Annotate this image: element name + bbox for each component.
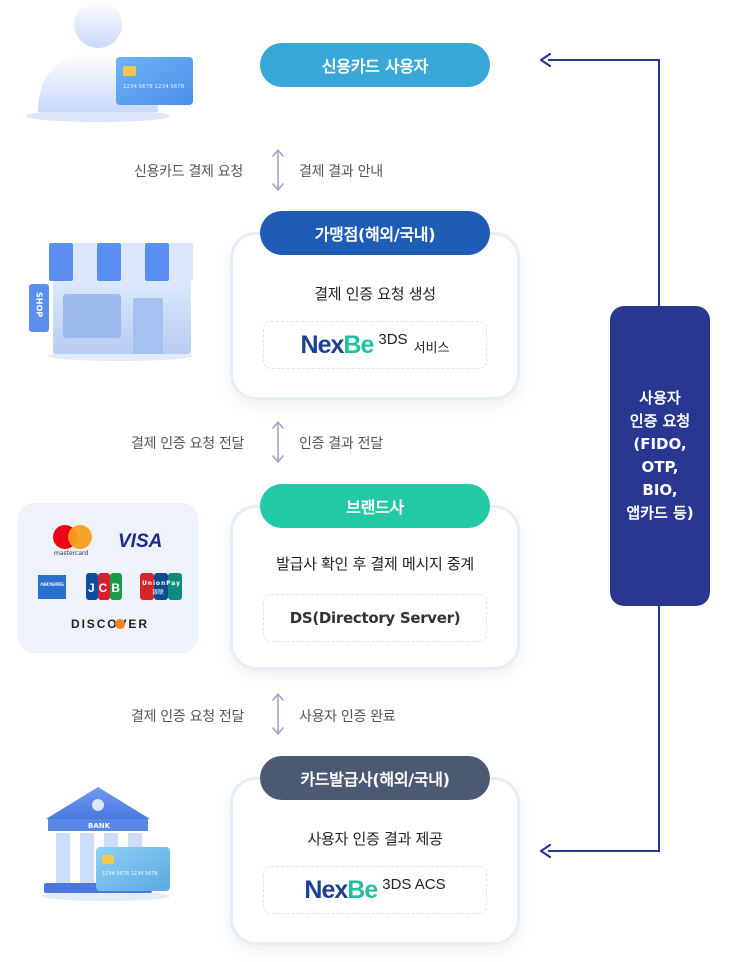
nexbe-logo-be: Be xyxy=(343,330,374,359)
side-line-bottom-vertical xyxy=(658,605,660,852)
amex-icon: AMERICAN EXPRESS xyxy=(38,575,66,599)
issuer-node-label: 카드발급사(해외/국내) xyxy=(300,770,450,789)
auth-panel-line-4: OTP, xyxy=(641,458,679,476)
visa-icon: VISA xyxy=(118,531,162,552)
user-node: 신용카드 사용자 xyxy=(260,43,490,87)
brand-node-label: 브랜드사 xyxy=(346,498,404,517)
merchant-description: 결제 인증 요청 생성 xyxy=(314,285,436,303)
nexbe-logo-service: 서비스 xyxy=(413,340,450,356)
directory-server-label: DS(Directory Server) xyxy=(289,609,461,627)
user-head-icon xyxy=(74,0,122,48)
nexbe-acs-logo-3ds-acs: 3DS ACS xyxy=(382,875,446,893)
shop-sign-icon xyxy=(29,284,49,332)
shop-illustration: SHOP xyxy=(29,243,193,361)
user-illustration: 1234 5678 1234 5678 xyxy=(26,0,193,122)
flow-1-double-arrow-icon xyxy=(272,149,284,191)
unionpay-icon: UnionPay 银联 xyxy=(140,573,182,600)
shop-awning-icon xyxy=(49,243,193,281)
discover-icon: DISCOVER xyxy=(71,617,147,631)
arrow-to-user-icon xyxy=(539,53,552,67)
bank-sign-text: BANK xyxy=(88,822,111,830)
auth-panel-line-2: 인증 요청 xyxy=(629,412,691,430)
svg-text:mastercard: mastercard xyxy=(54,550,88,557)
issuer-node: 카드발급사(해외/국내) xyxy=(260,756,490,800)
credit-card-icon xyxy=(116,57,193,105)
flow-1-left-label: 신용카드 결제 요청 xyxy=(134,164,243,180)
nexbe-acs-logo-be: Be xyxy=(347,875,378,904)
shop-door-icon xyxy=(133,298,163,354)
side-line-bottom-horizontal xyxy=(548,850,660,852)
user-node-label: 신용카드 사용자 xyxy=(321,57,429,76)
flow-2-double-arrow-icon xyxy=(272,421,284,463)
flow-3-right-label: 사용자 인증 완료 xyxy=(299,709,396,725)
nexbe-logo-3ds: 3DS xyxy=(378,330,408,348)
svg-text:银联: 银联 xyxy=(152,588,164,596)
bank-shadow xyxy=(42,891,170,901)
brand-logos-card: mastercard VISA AMERICAN EXPRESS JCB Uni… xyxy=(18,503,198,653)
flow-3-double-arrow-icon xyxy=(272,693,284,735)
flow-2-left-label: 결제 인증 요청 전달 xyxy=(131,436,245,452)
svg-text:JCB: JCB xyxy=(88,581,120,595)
shop-sign-text: SHOP xyxy=(35,292,44,317)
flow-1-right-label: 결제 결과 안내 xyxy=(299,164,383,180)
brand-card: 발급사 확인 후 결제 메시지 중계 DS(Directory Server) xyxy=(230,505,520,670)
user-card-number: 1234 5678 1234 5678 xyxy=(123,84,185,90)
auth-panel-line-3: (FIDO, xyxy=(633,435,687,453)
jcb-icon: JCB xyxy=(86,573,122,600)
arrow-to-issuer-icon xyxy=(539,844,552,858)
flow-3-left-label: 결제 인증 요청 전달 xyxy=(131,709,245,725)
auth-panel-line-5: BIO, xyxy=(642,481,678,499)
user-shadow xyxy=(26,110,170,122)
user-authentication-panel: 사용자 인증 요청 (FIDO, OTP, BIO, 앱카드 등) xyxy=(610,306,710,606)
brand-node: 브랜드사 xyxy=(260,484,490,528)
nexbe-acs-logo-nex: Nex xyxy=(304,875,348,904)
issuer-description: 사용자 인증 결과 제공 xyxy=(307,830,443,848)
side-line-top-horizontal xyxy=(548,59,660,61)
bank-illustration: BANK 1234 5678 1234 5678 xyxy=(42,787,170,901)
svg-text:UnionPay: UnionPay xyxy=(142,580,180,587)
auth-panel-line-1: 사용자 xyxy=(639,389,681,407)
shop-window-icon xyxy=(63,294,121,338)
side-line-top-vertical xyxy=(658,59,660,307)
flow-2-right-label: 인증 결과 전달 xyxy=(299,436,383,452)
nexbe-logo-nex: Nex xyxy=(300,330,345,359)
auth-panel-line-6: 앱카드 등) xyxy=(626,504,694,522)
bank-card-number: 1234 5678 1234 5678 xyxy=(102,871,158,877)
bank-card-icon xyxy=(96,847,170,891)
brand-ds-box: DS(Directory Server) xyxy=(263,594,487,642)
mastercard-icon: mastercard xyxy=(53,525,92,557)
merchant-node-label: 가맹점(해외/국내) xyxy=(314,225,436,244)
brand-description: 발급사 확인 후 결제 메시지 중계 xyxy=(276,555,474,573)
merchant-node: 가맹점(해외/국내) xyxy=(260,211,490,255)
svg-text:AMERICAN EXPRESS: AMERICAN EXPRESS xyxy=(40,582,64,587)
